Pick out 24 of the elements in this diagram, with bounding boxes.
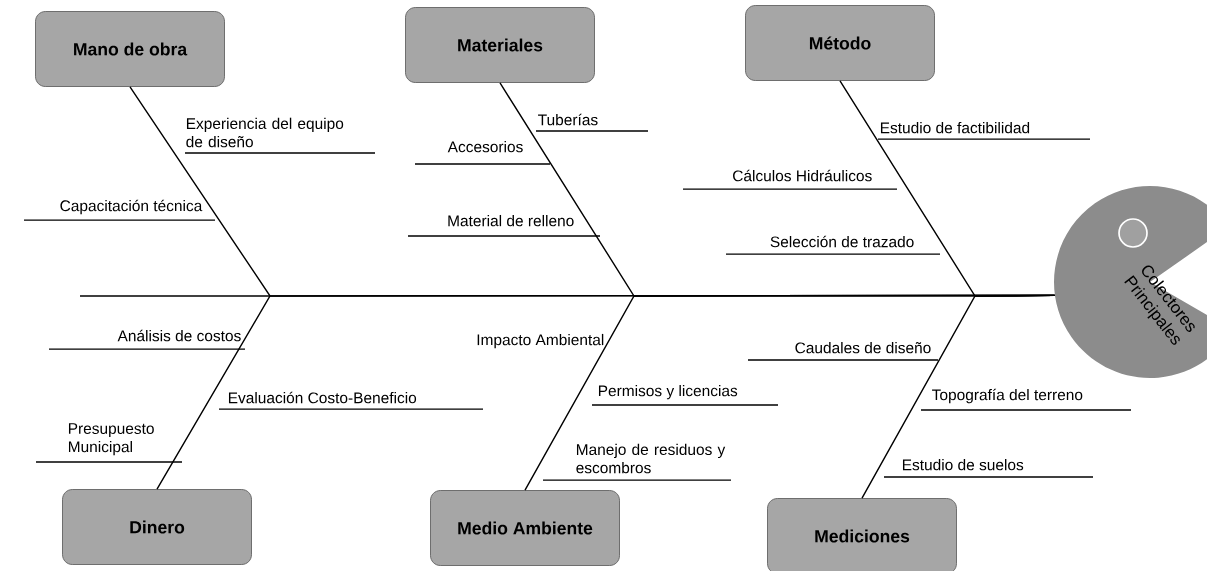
cause-label: Selección de trazado	[770, 235, 914, 248]
cause-label: Impacto Ambiental	[477, 333, 604, 349]
cause-label: Estudio de factibilidad	[881, 121, 1030, 134]
cause-label: Tuberías	[538, 113, 598, 126]
cause-label: Estudio de suelos	[903, 458, 1024, 471]
cause-label: Accesorios	[447, 140, 523, 153]
cause-label: Cálculos Hidráulicos	[733, 169, 872, 182]
category-box: Dinero	[62, 489, 252, 565]
cause-label: Material de relleno	[448, 214, 574, 227]
cause-label: Presupuesto Municipal	[69, 423, 154, 456]
cause-label: Evaluación Costo-Beneficio	[229, 391, 417, 404]
category-box: Materiales	[405, 7, 595, 83]
cause-label: Manejo de residuos y escombros	[576, 443, 726, 474]
category-box: Medio Ambiente	[430, 490, 620, 566]
cause-label: Permisos y licencias	[599, 384, 738, 400]
cause-label: Topografía del terreno	[932, 388, 1083, 404]
cause-label: Capacitación técnica	[60, 199, 203, 215]
category-box: Mano de obra	[35, 11, 225, 87]
cause-label: Análisis de costos	[117, 329, 241, 342]
bone-line	[861, 294, 1056, 499]
cause-label: Caudales de diseño	[795, 341, 931, 354]
category-box: Método	[745, 5, 935, 81]
cause-label: Experiencia del equipo de diseño	[186, 117, 344, 148]
category-box: Mediciones	[767, 498, 957, 571]
